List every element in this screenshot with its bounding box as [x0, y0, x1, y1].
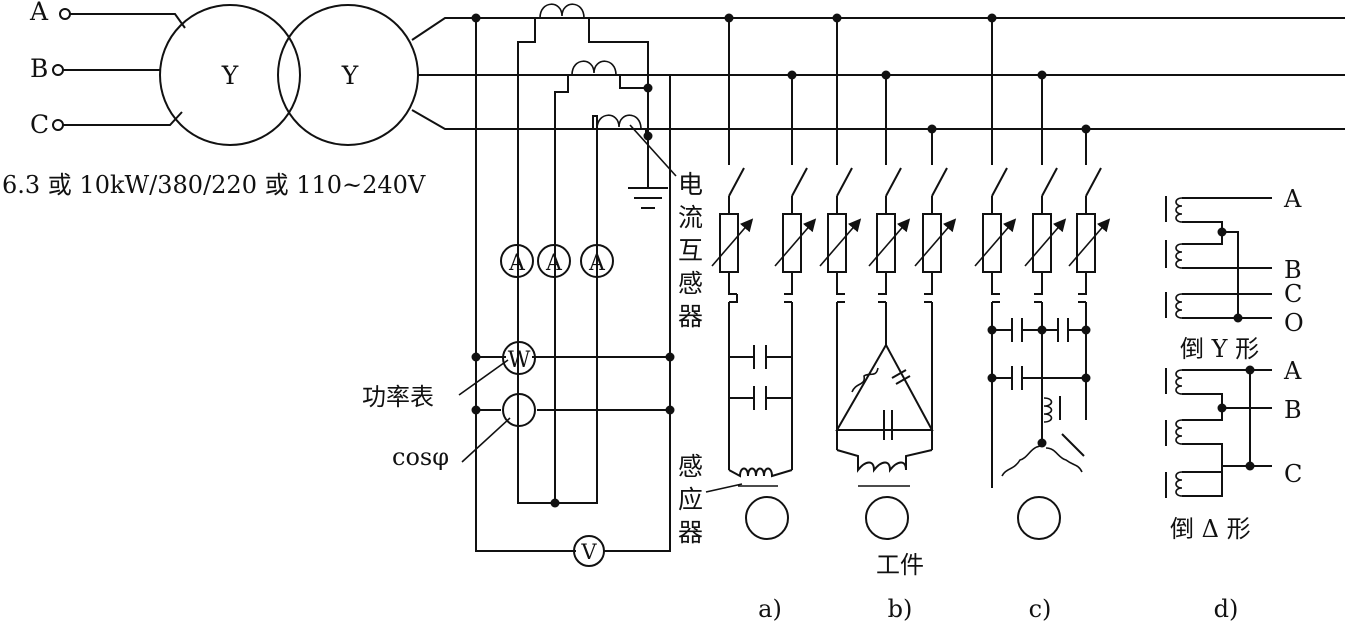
bus-bars — [411, 17, 1345, 130]
panel-d-wye: A B C O 倒 Y 形 — [1165, 185, 1304, 363]
svg-text:A: A — [588, 251, 606, 276]
svg-text:A: A — [545, 251, 563, 276]
svg-text:应: 应 — [678, 485, 703, 514]
circuit-d-label: d) — [1214, 595, 1239, 623]
ct-label: 电 流 互 感 器 — [678, 170, 703, 331]
secondary-y-label: Y — [341, 61, 359, 90]
junction-dots — [471, 13, 1091, 508]
voltmeter-icon — [573, 535, 605, 567]
rating-label: 6.3 或 10kW/380/220 或 110~240V — [2, 171, 426, 199]
wye-terminal-b: B — [1284, 256, 1302, 284]
wye-terminal-o: O — [1284, 309, 1304, 337]
source-terminals: A B C — [29, 0, 186, 139]
circuit-b: 工件 b) — [819, 18, 957, 623]
workpiece-a-icon — [745, 496, 789, 540]
delta-terminal-b: B — [1284, 396, 1302, 424]
delta-terminal-a: A — [1283, 357, 1302, 385]
circuit-a: a) — [711, 18, 817, 623]
svg-text:感: 感 — [678, 452, 703, 481]
terminal-b-icon — [52, 64, 64, 76]
svg-text:器: 器 — [678, 302, 703, 331]
wattmeter-label: 功率表 — [362, 383, 434, 411]
ammeter-2-icon — [537, 244, 571, 278]
phase-b-label: B — [30, 54, 48, 83]
wattmeter: W — [502, 341, 536, 375]
panel-d-delta: A B C 倒 Δ 形 d) — [1165, 357, 1302, 623]
svg-text:互: 互 — [678, 236, 703, 265]
circuit-b-label: b) — [888, 595, 913, 623]
power-factor-meter-icon — [502, 393, 536, 427]
circuit-c: c) — [974, 18, 1111, 623]
svg-text:器: 器 — [678, 518, 703, 547]
svg-text:A: A — [508, 251, 526, 276]
delta-label: 倒 Δ 形 — [1170, 515, 1251, 543]
ammeter-3-icon — [580, 244, 614, 278]
svg-text:电: 电 — [678, 170, 703, 199]
circuit-c-label: c) — [1029, 595, 1052, 623]
ammeters: A A A — [500, 244, 614, 278]
terminal-a-icon — [59, 8, 71, 20]
wye-terminal-c: C — [1284, 280, 1302, 308]
terminal-c-icon — [52, 119, 64, 131]
svg-text:V: V — [580, 540, 597, 564]
wattmeter-icon — [502, 341, 536, 375]
delta-terminal-c: C — [1284, 460, 1302, 488]
primary-y-label: Y — [221, 61, 239, 90]
voltmeter: V — [573, 535, 605, 567]
power-factor-label: cosφ — [392, 443, 449, 471]
phase-c-label: C — [30, 110, 49, 139]
workpiece-b-icon — [865, 496, 909, 540]
workpiece-c-icon — [1017, 496, 1061, 540]
phase-a-label: A — [29, 0, 49, 26]
svg-text:感: 感 — [678, 269, 703, 298]
wye-label: 倒 Y 形 — [1180, 335, 1259, 363]
circuit-a-label: a) — [758, 595, 782, 623]
transformer: Y Y 6.3 或 10kW/380/220 或 110~240V — [2, 4, 426, 199]
inductor-label: 感 应 器 — [678, 452, 703, 547]
wye-terminal-a: A — [1283, 185, 1302, 213]
power-factor-meter — [502, 393, 536, 427]
svg-text:W: W — [508, 348, 531, 373]
workpiece-label: 工件 — [876, 551, 924, 579]
ammeter-1-icon — [500, 244, 534, 278]
metering-frame — [475, 18, 671, 552]
svg-text:流: 流 — [678, 203, 703, 232]
transformer-primary-winding — [159, 4, 301, 146]
